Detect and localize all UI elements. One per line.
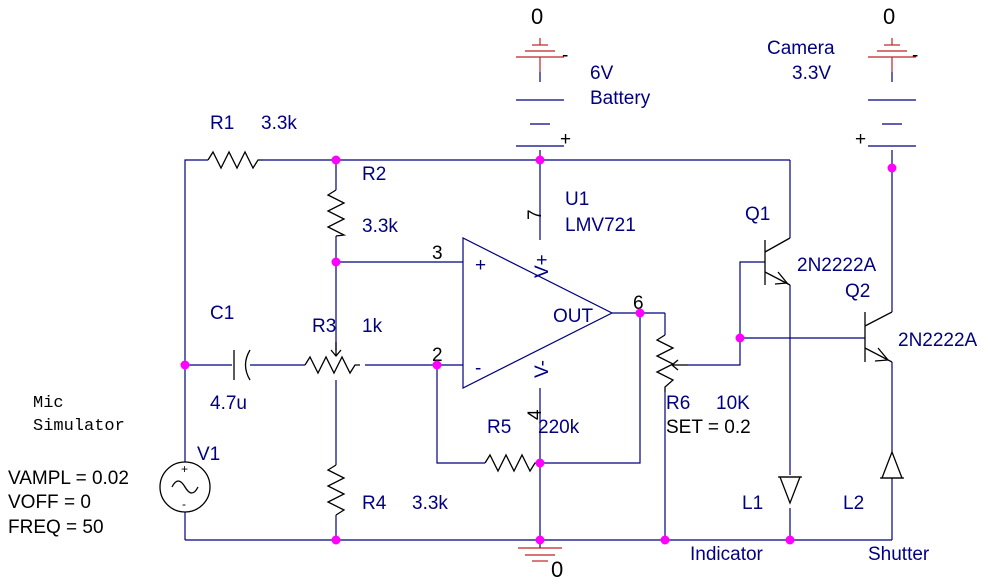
battery-label: Battery bbox=[590, 88, 651, 109]
transistor-q2: Q2 2N2222A bbox=[845, 281, 978, 363]
led-l2: L2 Shutter bbox=[843, 450, 930, 565]
pin-7: 7 bbox=[525, 209, 546, 220]
r6-set: SET = 0.2 bbox=[666, 417, 751, 438]
r5-value: 220k bbox=[538, 417, 580, 438]
ground-symbol-bottom: 0 bbox=[518, 540, 563, 582]
capacitor-c1: C1 4.7u bbox=[210, 303, 251, 414]
v1-title-line1: Mic bbox=[33, 394, 64, 413]
ground-label-battery: 0 bbox=[531, 4, 543, 29]
voltage-source-v1: + - V1 VAMPL = 0.02 VOFF = 0 FREQ = 50 M… bbox=[8, 394, 220, 538]
pin-3: 3 bbox=[432, 243, 443, 264]
opamp-u1: + - OUT V+ V- U1 LMV721 7 3 2 4 6 bbox=[432, 189, 644, 420]
r6-name: R6 bbox=[666, 393, 690, 414]
ground-label-bottom: 0 bbox=[551, 557, 563, 582]
r2-name: R2 bbox=[362, 164, 386, 185]
r5-name: R5 bbox=[487, 417, 511, 438]
resistor-r4: R4 3.3k bbox=[326, 464, 448, 516]
pin-2: 2 bbox=[432, 345, 443, 366]
junction-dot bbox=[432, 360, 442, 370]
opamp-vminus-label: V- bbox=[532, 360, 553, 378]
q1-part: 2N2222A bbox=[797, 255, 877, 276]
l2-name: L2 bbox=[843, 493, 864, 514]
v1-title-line2: Simulator bbox=[33, 417, 125, 436]
resistor-r1: R1 3.3k bbox=[207, 113, 297, 170]
battery-camera: - + Camera 3.3V bbox=[767, 38, 918, 150]
v1-freq: FREQ = 50 bbox=[8, 517, 104, 538]
l1-label: Indicator bbox=[690, 544, 764, 565]
r4-name: R4 bbox=[362, 493, 387, 514]
camera-minus-sign: - bbox=[912, 45, 918, 66]
opamp-plus-sign: + bbox=[475, 255, 486, 276]
battery-6v: - + 6V Battery bbox=[516, 45, 651, 150]
junction-dot bbox=[331, 155, 341, 165]
battery-minus-sign: - bbox=[562, 45, 568, 66]
v1-minus-mark: - bbox=[182, 497, 186, 511]
junction-dot bbox=[660, 535, 670, 545]
v1-vampl: VAMPL = 0.02 bbox=[8, 468, 129, 489]
junction-dot bbox=[331, 257, 341, 267]
camera-value: 3.3V bbox=[792, 63, 831, 84]
junction-dot bbox=[535, 155, 545, 165]
camera-label: Camera bbox=[767, 38, 835, 59]
u1-part: LMV721 bbox=[565, 215, 636, 236]
potentiometer-r3: R3 1k bbox=[304, 316, 383, 375]
v1-name: V1 bbox=[197, 444, 220, 465]
r2-value: 3.3k bbox=[362, 216, 398, 237]
ground-symbol-battery: 0 bbox=[516, 4, 564, 72]
r3-name: R3 bbox=[312, 316, 336, 337]
r3-value: 1k bbox=[362, 316, 383, 337]
l1-name: L1 bbox=[742, 493, 763, 514]
c1-value: 4.7u bbox=[210, 393, 247, 414]
q2-name: Q2 bbox=[845, 281, 870, 302]
junction-dot bbox=[180, 360, 190, 370]
ground-symbol-camera: 0 bbox=[868, 4, 916, 72]
junction-dot bbox=[735, 333, 745, 343]
opamp-minus-sign: - bbox=[475, 358, 481, 379]
v1-plus-mark: + bbox=[181, 462, 188, 476]
junction-dot bbox=[535, 458, 545, 468]
junction-dot bbox=[535, 535, 545, 545]
opamp-out-label: OUT bbox=[553, 306, 594, 327]
q2-part: 2N2222A bbox=[898, 330, 978, 351]
v1-voff: VOFF = 0 bbox=[8, 492, 91, 513]
pin-6: 6 bbox=[633, 293, 644, 314]
junction-dot bbox=[887, 163, 897, 173]
junction-dot bbox=[785, 535, 795, 545]
opamp-vplus-label: V+ bbox=[532, 254, 553, 278]
transistor-q1: Q1 2N2222A bbox=[745, 204, 877, 286]
r1-name: R1 bbox=[210, 113, 234, 134]
pin-4: 4 bbox=[525, 409, 546, 420]
c1-name: C1 bbox=[210, 303, 234, 324]
junction-dot bbox=[331, 535, 341, 545]
battery-value: 6V bbox=[590, 63, 614, 84]
junction-dots bbox=[180, 155, 897, 545]
resistor-r5: R5 220k bbox=[484, 417, 580, 473]
r6-value: 10K bbox=[716, 393, 750, 414]
battery-plus-sign: + bbox=[560, 129, 571, 150]
resistor-r2: R2 3.3k bbox=[326, 164, 398, 237]
potentiometer-r6: R6 10K SET = 0.2 bbox=[655, 334, 751, 438]
u1-name: U1 bbox=[565, 189, 589, 210]
wires bbox=[184, 150, 893, 541]
ground-label-camera: 0 bbox=[883, 4, 895, 29]
camera-plus-sign: + bbox=[855, 129, 866, 150]
l2-label: Shutter bbox=[868, 544, 930, 565]
led-l1: L1 Indicator bbox=[690, 476, 802, 565]
junction-dot bbox=[635, 308, 645, 318]
r4-value: 3.3k bbox=[412, 493, 448, 514]
r1-value: 3.3k bbox=[261, 113, 297, 134]
q1-name: Q1 bbox=[745, 204, 770, 225]
